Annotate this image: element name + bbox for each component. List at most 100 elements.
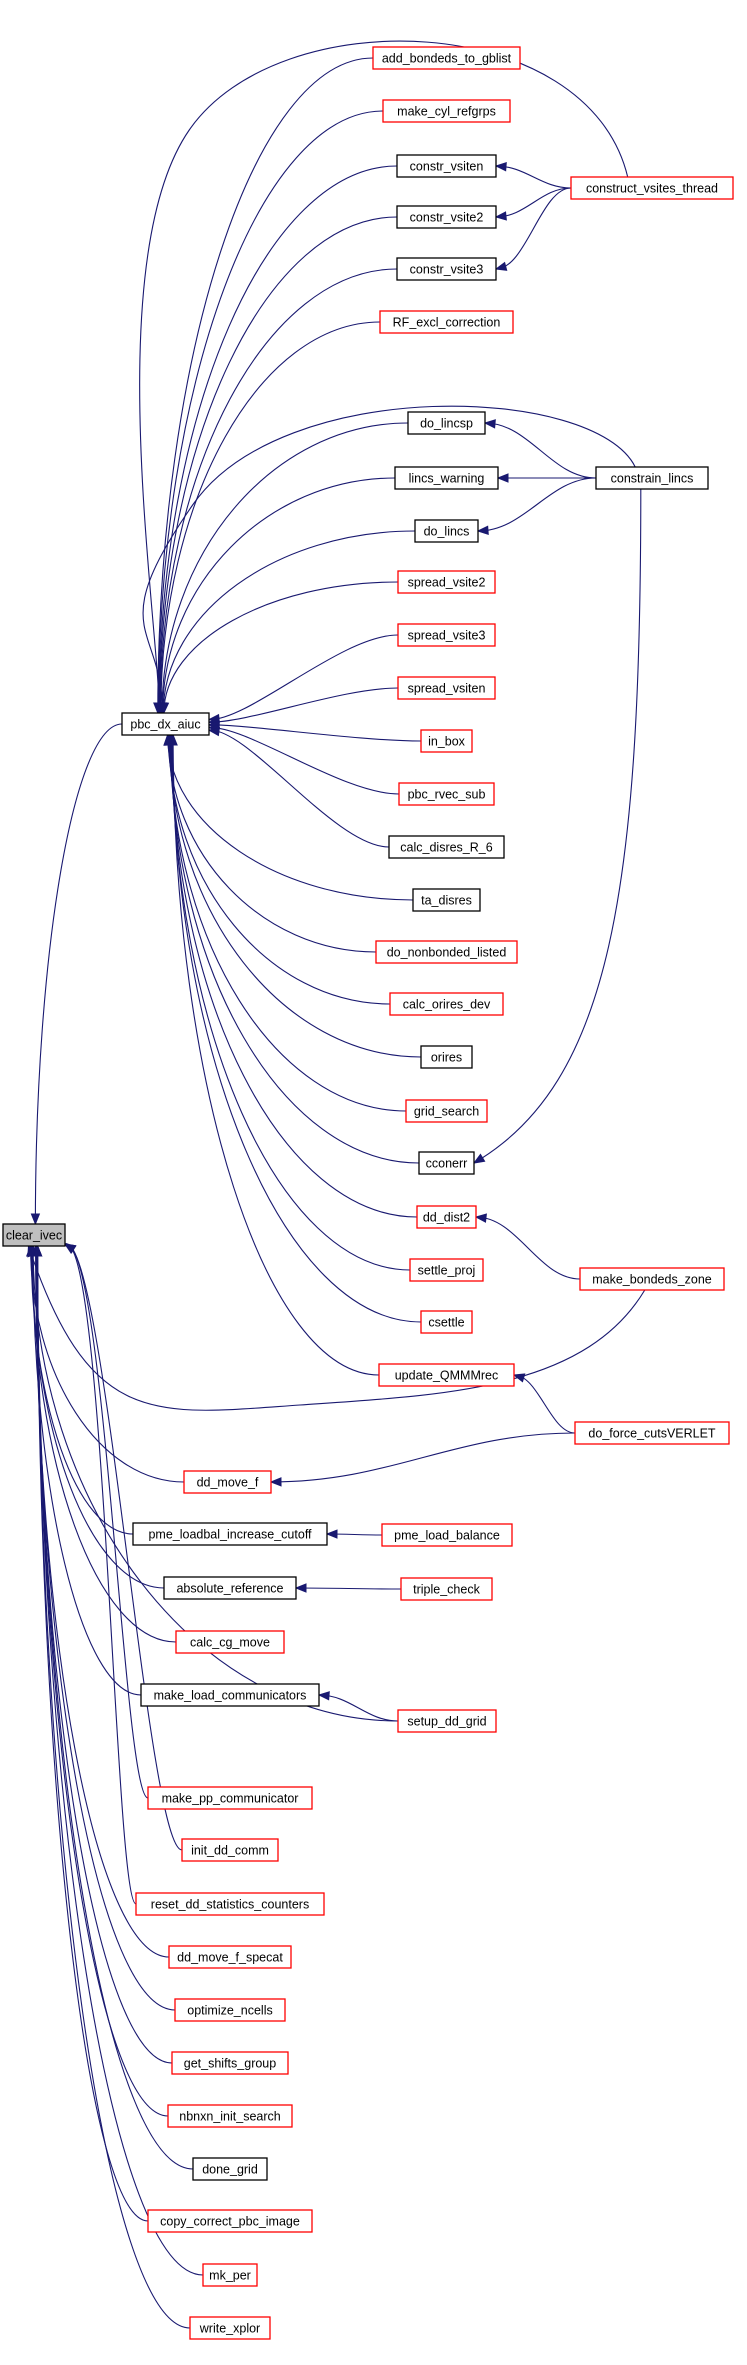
node-label: copy_correct_pbc_image xyxy=(160,2215,300,2229)
edge-line xyxy=(36,1245,173,2064)
node-box xyxy=(202,2263,258,2287)
node-label: make_bondeds_zone xyxy=(592,1273,712,1287)
node-dd_move_f[interactable]: dd_move_f xyxy=(183,1470,272,1494)
node-update_QMMMrec[interactable]: update_QMMMrec xyxy=(378,1363,515,1387)
node-box xyxy=(135,1892,325,1916)
arrowhead-icon xyxy=(483,419,496,429)
node-make_cyl_refgrps[interactable]: make_cyl_refgrps xyxy=(382,99,511,123)
edge-constr_vsiten-to-pbc_dx_aiuc xyxy=(154,165,398,715)
node-box xyxy=(412,888,481,912)
node-settle_proj[interactable]: settle_proj xyxy=(409,1258,484,1282)
node-label: init_dd_comm xyxy=(191,1844,269,1858)
node-RF_excl_correction[interactable]: RF_excl_correction xyxy=(379,310,514,334)
edge-make_load_communicators-to-clear_ivec xyxy=(28,1244,142,1696)
node-constr_vsite3[interactable]: constr_vsite3 xyxy=(396,257,497,281)
node-setup_dd_grid[interactable]: setup_dd_grid xyxy=(397,1709,497,1733)
edge-line xyxy=(208,724,422,742)
node-label: pbc_rvec_sub xyxy=(408,788,486,802)
node-write_xplor[interactable]: write_xplor xyxy=(189,2316,271,2340)
edge-line xyxy=(473,488,642,1164)
node-label: mk_per xyxy=(209,2269,251,2283)
node-mk_per[interactable]: mk_per xyxy=(202,2263,258,2287)
node-label: calc_disres_R_6 xyxy=(400,841,492,855)
node-calc_disres_R_6[interactable]: calc_disres_R_6 xyxy=(388,835,505,859)
node-constr_vsite2[interactable]: constr_vsite2 xyxy=(396,205,497,229)
edge-pbc_dx_aiuc-to-clear_ivec xyxy=(30,723,123,1226)
edge-line xyxy=(170,734,418,1218)
node-cconerr[interactable]: cconerr xyxy=(418,1151,475,1175)
node-pbc_dx_aiuc[interactable]: pbc_dx_aiuc xyxy=(121,712,210,736)
node-box xyxy=(192,2157,268,2181)
node-init_dd_comm[interactable]: init_dd_comm xyxy=(181,1838,279,1862)
node-get_shifts_group[interactable]: get_shifts_group xyxy=(171,2051,289,2075)
edge-in_box-to-pbc_dx_aiuc xyxy=(207,720,422,742)
node-copy_correct_pbc_image[interactable]: copy_correct_pbc_image xyxy=(147,2209,313,2233)
node-do_lincsp[interactable]: do_lincsp xyxy=(407,411,486,435)
node-add_bondeds_to_gblist[interactable]: add_bondeds_to_gblist xyxy=(372,46,521,70)
node-dd_move_f_specat[interactable]: dd_move_f_specat xyxy=(168,1945,292,1969)
node-do_nonbonded_listed[interactable]: do_nonbonded_listed xyxy=(375,940,518,964)
edge-spread_vsiten-to-pbc_dx_aiuc xyxy=(207,687,399,727)
node-box xyxy=(420,1310,473,1334)
edge-line xyxy=(159,216,398,714)
node-label: dd_dist2 xyxy=(423,1211,470,1225)
node-spread_vsiten[interactable]: spread_vsiten xyxy=(397,676,496,700)
node-label: orires xyxy=(431,1051,462,1065)
node-label: do_lincsp xyxy=(420,417,473,431)
node-make_pp_communicator[interactable]: make_pp_communicator xyxy=(147,1786,313,1810)
edge-spread_vsite3-to-pbc_dx_aiuc xyxy=(207,634,399,724)
node-calc_cg_move[interactable]: calc_cg_move xyxy=(175,1630,285,1654)
node-label: constrain_lincs xyxy=(611,472,694,486)
node-spread_vsite3[interactable]: spread_vsite3 xyxy=(397,623,496,647)
edge-layer xyxy=(25,40,646,2329)
node-pbc_rvec_sub[interactable]: pbc_rvec_sub xyxy=(398,782,495,806)
edge-line xyxy=(270,1432,576,1483)
node-label: do_nonbonded_listed xyxy=(387,946,507,960)
edge-calc_orires_dev-to-pbc_dx_aiuc xyxy=(164,733,391,1005)
edge-constrain_lincs-to-do_lincs xyxy=(476,477,597,535)
edge-line xyxy=(208,726,400,795)
node-grid_search[interactable]: grid_search xyxy=(405,1099,488,1123)
node-calc_orires_dev[interactable]: calc_orires_dev xyxy=(389,992,504,1016)
node-orires[interactable]: orires xyxy=(420,1045,473,1069)
node-label: make_cyl_refgrps xyxy=(397,105,496,119)
edge-line xyxy=(495,187,572,270)
node-box xyxy=(132,1522,328,1546)
node-spread_vsite2[interactable]: spread_vsite2 xyxy=(397,570,496,594)
node-make_bondeds_zone[interactable]: make_bondeds_zone xyxy=(579,1267,725,1291)
node-box xyxy=(175,1630,285,1654)
node-constrain_lincs[interactable]: constrain_lincs xyxy=(595,466,709,490)
node-do_lincs[interactable]: do_lincs xyxy=(414,519,479,543)
node-pme_load_balance[interactable]: pme_load_balance xyxy=(381,1523,513,1547)
node-ta_disres[interactable]: ta_disres xyxy=(412,888,481,912)
node-box xyxy=(420,729,473,753)
node-label: pme_load_balance xyxy=(394,1529,500,1543)
node-lincs_warning[interactable]: lincs_warning xyxy=(394,466,499,490)
node-done_grid[interactable]: done_grid xyxy=(192,2157,268,2181)
node-reset_dd_statistics_counters[interactable]: reset_dd_statistics_counters xyxy=(135,1892,325,1916)
node-dd_dist2[interactable]: dd_dist2 xyxy=(416,1205,477,1229)
node-label: spread_vsite2 xyxy=(408,576,486,590)
node-construct_vsites_thread[interactable]: construct_vsites_thread xyxy=(570,176,734,200)
arrowhead-icon xyxy=(496,473,509,483)
arrowhead-icon xyxy=(472,1153,486,1164)
node-box xyxy=(382,99,511,123)
node-box xyxy=(400,1577,493,1601)
node-box xyxy=(420,1045,473,1069)
edge-line xyxy=(37,1245,191,2329)
node-constr_vsiten[interactable]: constr_vsiten xyxy=(396,154,497,178)
node-optimize_ncells[interactable]: optimize_ncells xyxy=(174,1998,286,2022)
node-make_load_communicators[interactable]: make_load_communicators xyxy=(140,1683,320,1707)
node-box xyxy=(418,1151,475,1175)
node-do_force_cutsVERLET[interactable]: do_force_cutsVERLET xyxy=(574,1421,730,1445)
edge-line xyxy=(139,40,629,714)
node-csettle[interactable]: csettle xyxy=(420,1310,473,1334)
node-absolute_reference[interactable]: absolute_reference xyxy=(163,1576,297,1600)
node-label: optimize_ncells xyxy=(187,2004,272,2018)
node-in_box[interactable]: in_box xyxy=(420,729,473,753)
edge-make_cyl_refgrps-to-pbc_dx_aiuc xyxy=(153,110,384,715)
node-nbnxn_init_search[interactable]: nbnxn_init_search xyxy=(167,2104,293,2128)
node-triple_check[interactable]: triple_check xyxy=(400,1577,493,1601)
node-pme_loadbal_increase_cutoff[interactable]: pme_loadbal_increase_cutoff xyxy=(132,1522,328,1546)
edge-line xyxy=(35,1245,170,1958)
